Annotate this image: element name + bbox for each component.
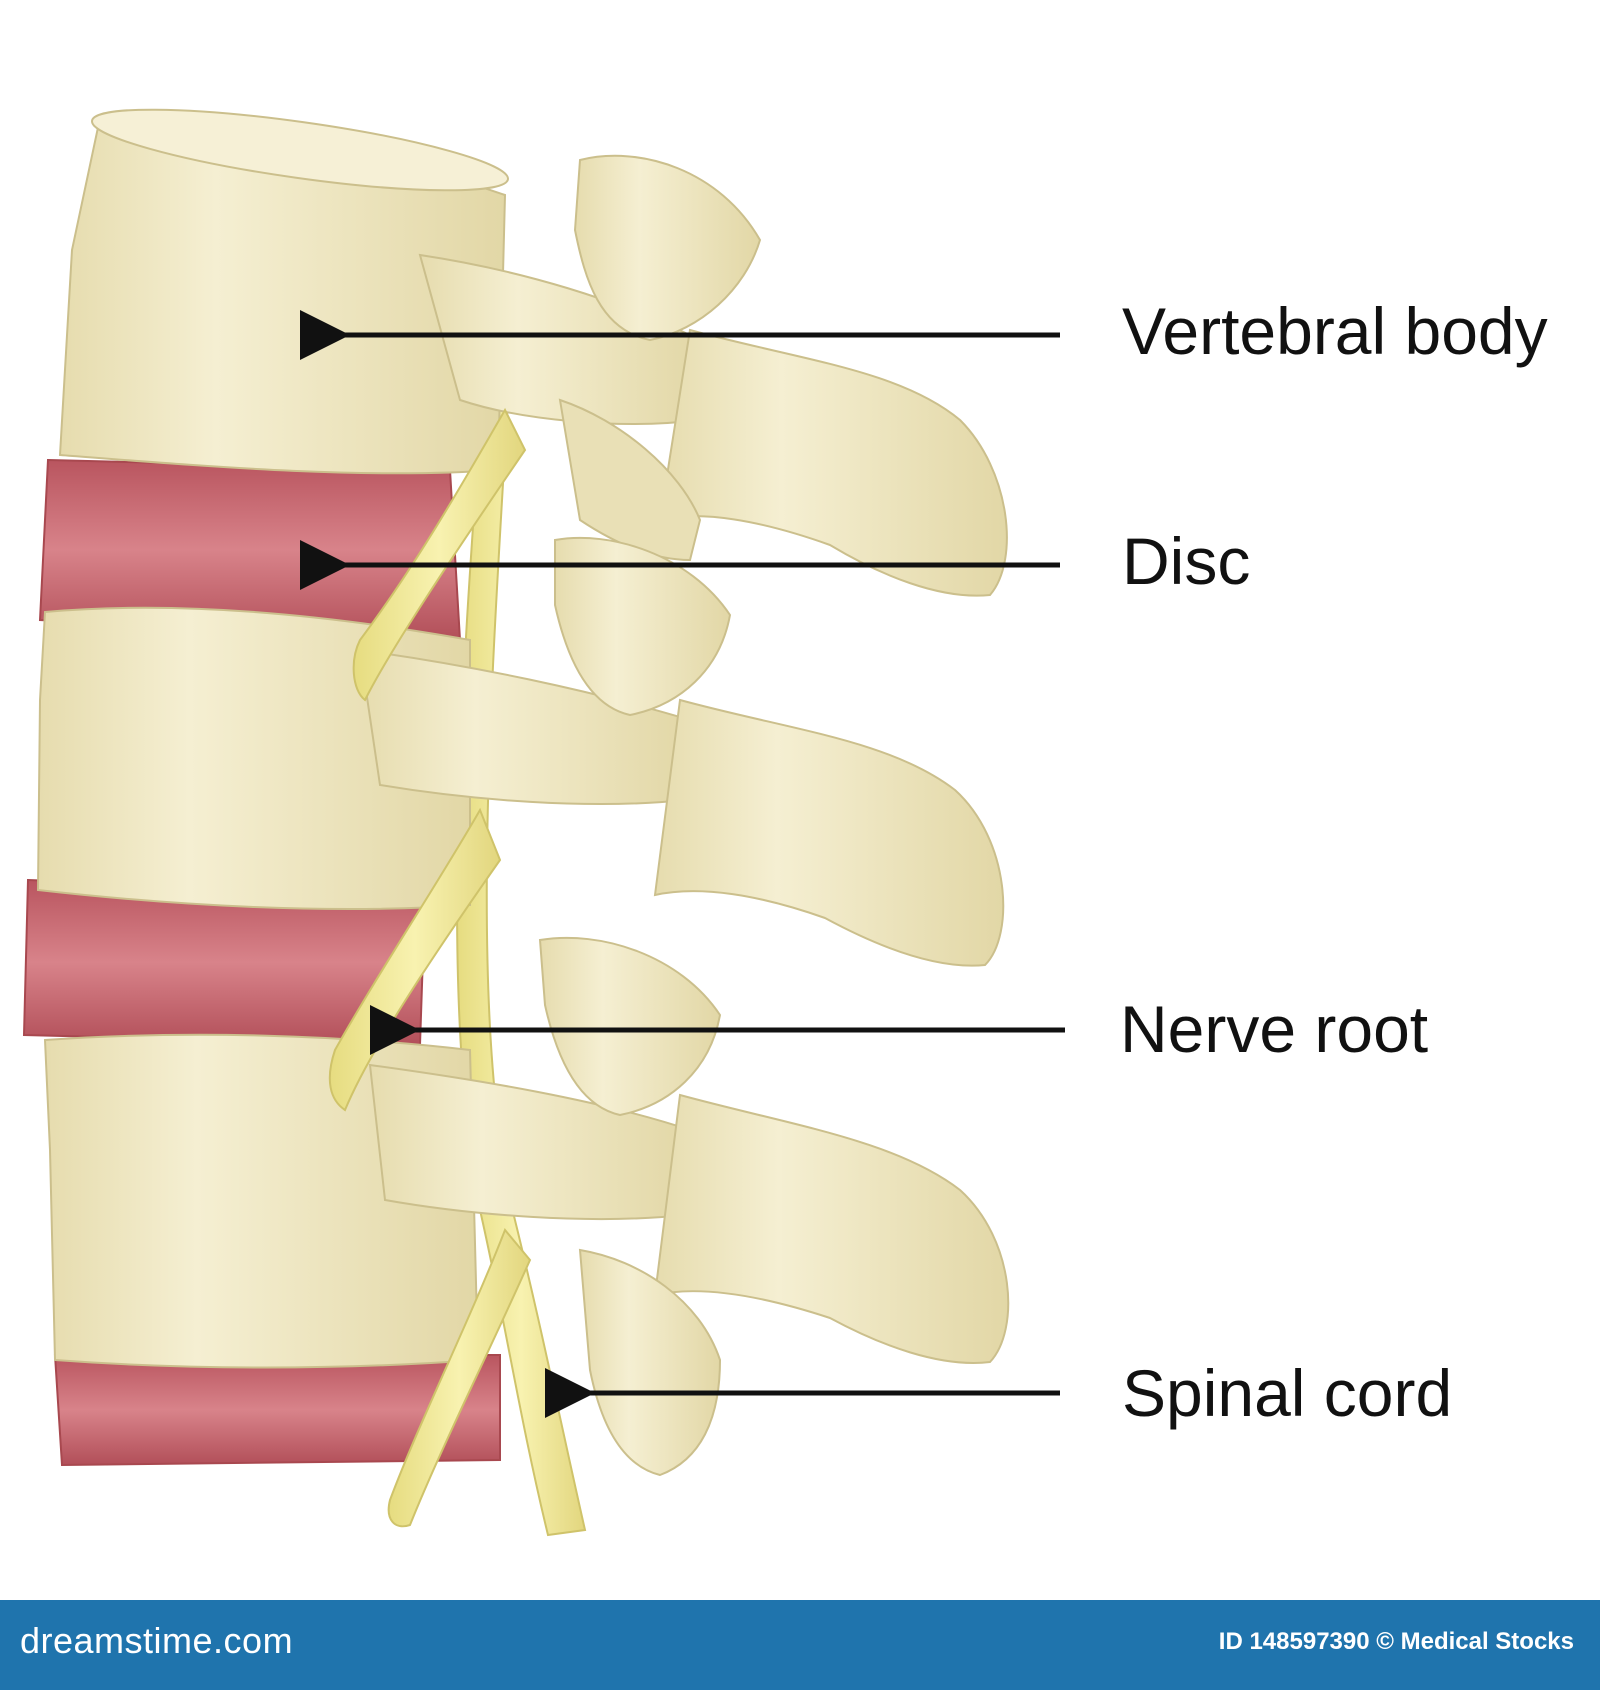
vertebral-body-1-top [91,108,509,192]
footer-brand[interactable]: dreamstime.com [20,1620,294,1661]
label-spinal-cord: Spinal cord [1122,1356,1453,1430]
nerve-root-1 [352,407,527,702]
superior-process-1 [573,154,762,342]
watermark-footer: dreamstime.com ID 148597390 © Medical St… [0,1600,1600,1690]
label-vertebral-body: Vertebral body [1122,294,1548,368]
nerve-root-3 [387,1228,532,1528]
lamina-1 [558,398,702,562]
inferior-process-3 [578,1248,722,1477]
anatomy-illustration: Vertebral body Disc Nerve root Spinal co… [22,108,1548,1537]
superior-process-2 [554,536,732,717]
footer-credit: ID 148597390 © Medical Stocks [1218,1628,1574,1655]
label-disc: Disc [1122,524,1251,598]
superior-process-3 [538,936,722,1117]
spinous-process-2 [653,698,1005,967]
label-nerve-root: Nerve root [1120,992,1429,1066]
spinous-process-3 [653,1093,1010,1364]
spine-drawing [22,108,1065,1537]
spinous-process-1 [658,328,1008,597]
